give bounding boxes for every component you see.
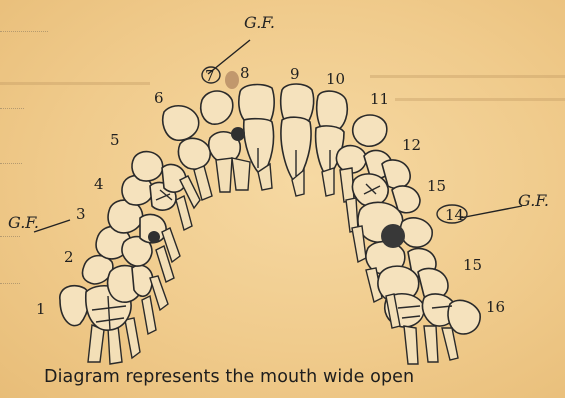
tooth-number-8: 8: [240, 64, 250, 82]
filling-left: [148, 231, 160, 243]
tooth-number-4: 4: [94, 175, 104, 193]
front-teeth: [232, 84, 347, 196]
tooth-number-13: 15: [427, 177, 446, 195]
stain-mark: [225, 71, 239, 89]
gf-label-right: G.F.: [518, 191, 549, 210]
tooth-number-12: 12: [402, 136, 421, 154]
tooth-number-10: 10: [326, 70, 345, 88]
gf-right-pointer: [460, 206, 522, 218]
filling-upper: [231, 127, 245, 141]
left-molars: [60, 91, 240, 364]
filling-right: [381, 224, 405, 248]
tooth-number-15: 15: [463, 256, 482, 274]
tooth-number-5: 5: [110, 131, 120, 149]
tooth-number-16: 16: [486, 298, 505, 316]
gf-left-underline: [34, 220, 70, 232]
gf-label-left: G.F.: [8, 213, 39, 232]
tooth-number-2: 2: [64, 248, 74, 266]
tooth-number-14: 14: [445, 206, 464, 224]
tooth-number-1: 1: [36, 300, 46, 318]
tooth-number-11: 11: [370, 90, 389, 108]
tooth-number-6: 6: [154, 89, 164, 107]
tooth-number-7: 7: [205, 67, 215, 85]
diagram-caption: Diagram represents the mouth wide open: [44, 367, 414, 387]
tooth-number-9: 9: [290, 65, 300, 83]
gf-label-top: G.F.: [244, 13, 275, 32]
tooth-number-3: 3: [76, 205, 86, 223]
